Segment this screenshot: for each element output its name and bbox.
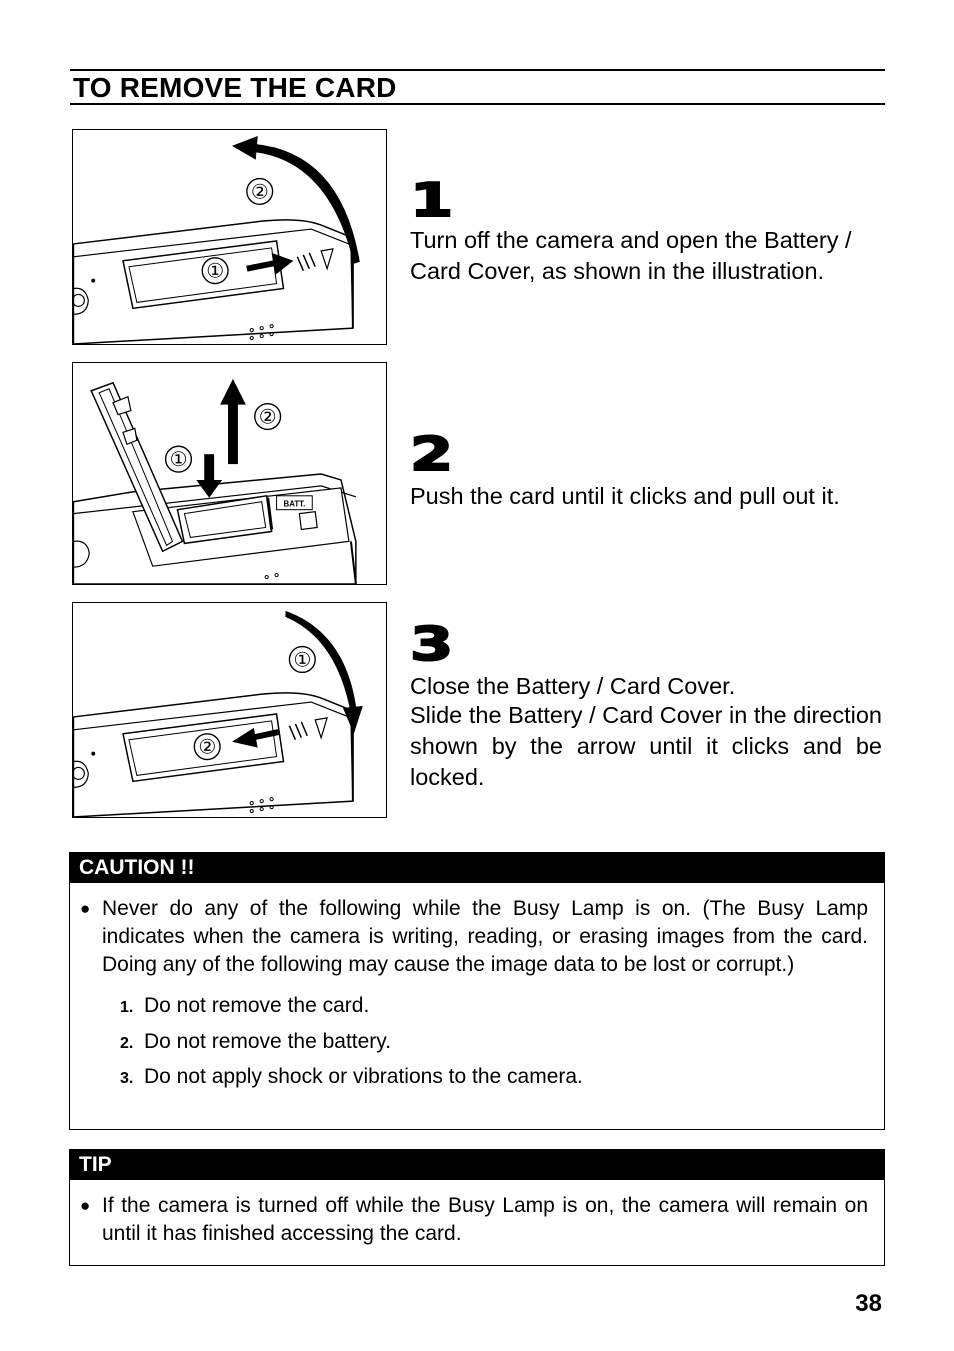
illustration-remove-card: BATT. ② ① bbox=[72, 362, 387, 585]
list-item: 1.Do not remove the card. bbox=[120, 994, 370, 1017]
step-text-line-2: Slide the Battery / Card Cover in the di… bbox=[410, 702, 882, 790]
step-number: 1 bbox=[409, 173, 455, 227]
caution-box: CAUTION !! ● Never do any of the followi… bbox=[69, 852, 885, 1130]
page-number: 38 bbox=[855, 1290, 882, 1317]
callout-2: ② bbox=[251, 181, 269, 203]
illustration-open-cover: ② ① bbox=[72, 129, 387, 345]
page-title: TO REMOVE THE CARD bbox=[73, 72, 397, 103]
step-text: Turn off the camera and open the Battery… bbox=[410, 227, 852, 284]
list-item: 3.Do not apply shock or vibrations to th… bbox=[120, 1065, 583, 1088]
step-2: 2 Push the card until it clicks and pull… bbox=[409, 427, 882, 512]
callout-1: ① bbox=[170, 449, 188, 471]
tip-body: ● If the camera is turned off while the … bbox=[70, 1180, 884, 1258]
camera-open-cover-drawing: ② ① bbox=[73, 135, 360, 344]
caution-list: 1.Do not remove the card. 2.Do not remov… bbox=[120, 989, 868, 1096]
caution-bullet: ● Never do any of the following while th… bbox=[80, 895, 868, 979]
step-1: 1 Turn off the camera and open the Batte… bbox=[409, 173, 882, 287]
step-text: Push the card until it clicks and pull o… bbox=[410, 483, 840, 509]
camera-remove-card-drawing: BATT. ② ① bbox=[73, 378, 357, 584]
caution-title: CAUTION !! bbox=[70, 853, 884, 883]
list-item: 2.Do not remove the battery. bbox=[120, 1029, 392, 1053]
tip-box: TIP ● If the camera is turned off while … bbox=[69, 1149, 885, 1266]
callout-1: ① bbox=[293, 649, 311, 671]
camera-close-cover-drawing: ① ② bbox=[73, 610, 363, 817]
bullet-icon: ● bbox=[80, 1196, 91, 1215]
step-number: 3 bbox=[409, 617, 455, 671]
tip-text: If the camera is turned off while the Bu… bbox=[102, 1194, 868, 1245]
step-3: 3 Close the Battery / Card Cover. Slide … bbox=[409, 617, 882, 793]
section-title-bar: TO REMOVE THE CARD bbox=[70, 69, 885, 105]
caution-body: ● Never do any of the following while th… bbox=[70, 883, 884, 1106]
callout-2: ② bbox=[198, 737, 216, 759]
callout-2: ② bbox=[259, 406, 277, 428]
caution-text: Never do any of the following while the … bbox=[102, 897, 868, 976]
batt-label: BATT. bbox=[284, 500, 306, 509]
step-number: 2 bbox=[409, 427, 455, 481]
callout-1: ① bbox=[206, 261, 224, 283]
bullet-icon: ● bbox=[80, 899, 91, 918]
tip-bullet: ● If the camera is turned off while the … bbox=[80, 1192, 868, 1248]
step-text-line-1: Close the Battery / Card Cover. bbox=[410, 673, 736, 699]
illustration-close-cover: ① ② bbox=[72, 602, 387, 818]
tip-title: TIP bbox=[70, 1150, 884, 1180]
